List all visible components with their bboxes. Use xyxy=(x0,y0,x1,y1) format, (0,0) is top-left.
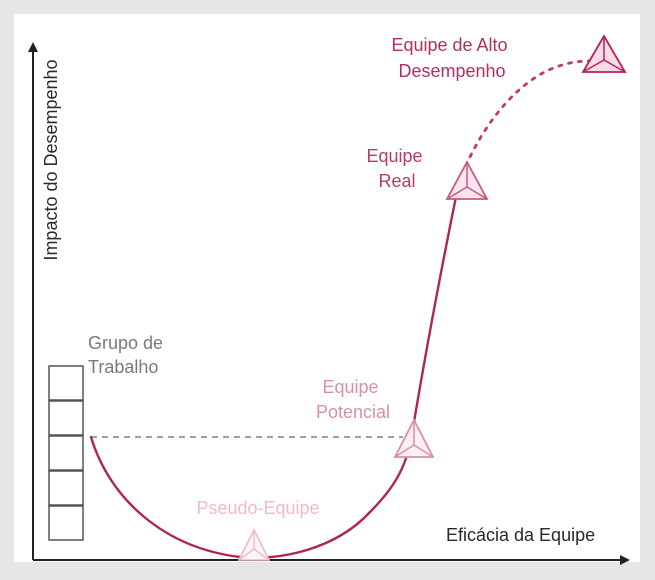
pseudo-team-label: Pseudo-Equipe xyxy=(196,498,319,518)
work-group-box xyxy=(48,365,84,401)
real-team-label: Equipe Real xyxy=(366,146,427,191)
performance-curve-projection xyxy=(460,59,592,177)
x-axis-label: Eficácia da Equipe xyxy=(446,525,595,545)
high-performance-team-triangle-icon xyxy=(581,34,627,73)
work-group-box-stack xyxy=(48,365,84,541)
potential-team-label: Equipe Potencial xyxy=(316,377,390,422)
diagram-panel xyxy=(14,14,640,562)
potential-team-triangle-icon xyxy=(393,418,435,458)
real-team-triangle-icon xyxy=(445,160,489,200)
y-axis-label: Impacto do Desempenho xyxy=(41,59,61,260)
work-group-box xyxy=(48,505,84,541)
work-group-box xyxy=(48,470,84,506)
work-group-box xyxy=(48,400,84,436)
work-group-box xyxy=(48,435,84,471)
pseudo-team-triangle-icon xyxy=(237,528,271,561)
work-group-label: Grupo de Trabalho xyxy=(88,333,168,377)
performance-curve xyxy=(89,180,461,559)
high-performance-team-label: Equipe de Alto Desempenho xyxy=(391,35,512,81)
